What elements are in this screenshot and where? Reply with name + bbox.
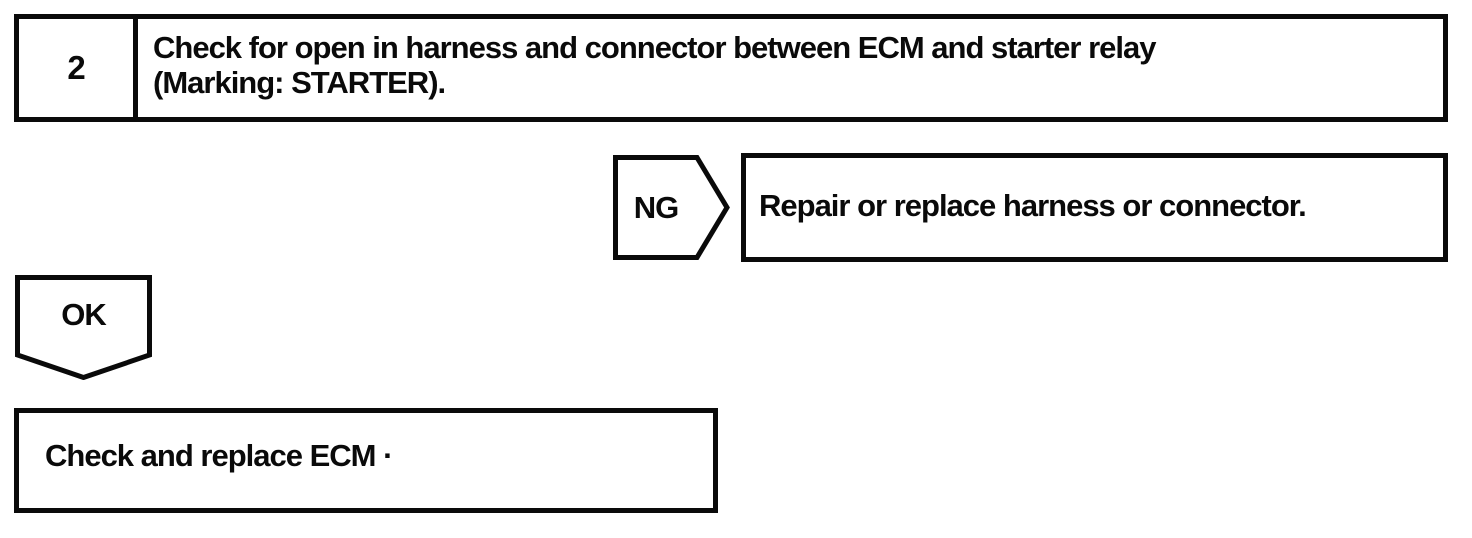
ok-action-text: Check and replace ECM · [45, 437, 393, 473]
ng-label: NG [633, 189, 680, 225]
ok-connector: OK [15, 275, 152, 380]
ok-action-box: Check and replace ECM · [14, 408, 718, 513]
step-instruction-line-2: (Marking: STARTER). [153, 65, 446, 100]
step-number: 2 [67, 49, 85, 86]
step-instruction: Check for open in harness and connector … [138, 19, 1443, 117]
ng-action-box: Repair or replace harness or connector. [741, 153, 1448, 262]
ng-arrow-shape [613, 155, 730, 260]
ok-arrow-shape [15, 275, 152, 380]
ok-label: OK [61, 297, 107, 332]
step-instruction-line-1: Check for open in harness and connector … [153, 30, 1157, 65]
ng-action-text: Repair or replace harness or connector. [759, 187, 1307, 223]
step-box: 2 Check for open in harness and connecto… [14, 14, 1448, 122]
ng-connector: NG [613, 155, 730, 260]
step-number-cell: 2 [19, 19, 138, 117]
